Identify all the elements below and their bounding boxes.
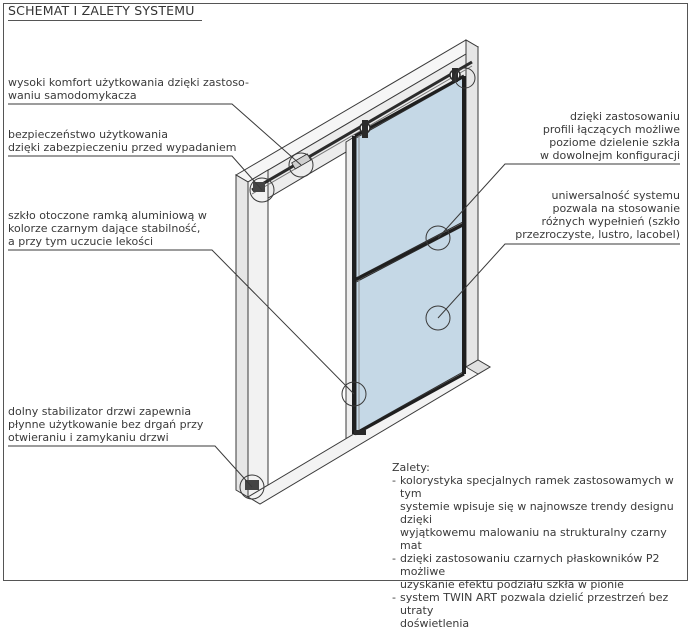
benefit-item: system TWIN ART pozwala dzielić przestrz… xyxy=(392,591,692,630)
callout-soft-close-line-2: waniu samodomykacza xyxy=(8,89,137,102)
callout-circle-stabilizer xyxy=(239,474,265,500)
callout-aluminium-frame-line-1: szkło otoczone ramką aluminiową w xyxy=(8,209,207,222)
left-post-side xyxy=(247,169,269,498)
door-system-diagram xyxy=(8,39,680,505)
callout-circle-roller xyxy=(454,67,476,89)
page-title: SCHEMAT I ZALETY SYSTEMU xyxy=(8,3,195,18)
callout-circle-soft-close xyxy=(288,152,314,178)
benefit-item-3-line-1: system TWIN ART pozwala dzielić przestrz… xyxy=(400,591,669,617)
benefits-list: kolorystyka specjalnych ramek zastosowam… xyxy=(392,474,692,630)
benefit-item-3-line-2: doświetlenia xyxy=(400,617,470,630)
callout-anti-fall-line-2: dzięki zabezpieczeniu przed wypadaniem xyxy=(8,141,237,154)
benefit-item: kolorystyka specjalnych ramek zastosowam… xyxy=(392,474,692,552)
callout-bottom-stabilizer: dolny stabilizator drzwi zapewnia płynne… xyxy=(8,405,203,444)
title-underline xyxy=(8,20,202,21)
floor-stabilizer xyxy=(245,480,259,490)
callout-bottom-stabilizer-line-2: płynne użytkowanie bez drgań przy xyxy=(8,418,204,431)
benefit-item-1-line-2: systemie wpisuje się w najnowsze trendy … xyxy=(400,500,674,526)
benefit-item-2-line-2: uzyskanie efektu podziału szkła w pionie xyxy=(400,578,624,591)
soft-close-mechanism xyxy=(291,153,312,170)
callout-universal-fillings-line-1: uniwersalność systemu xyxy=(551,189,680,202)
callout-universal-fillings-line-4: przezroczyste, lustro, lacobel) xyxy=(515,228,680,241)
callout-connecting-profiles-line-1: dzięki zastosowaniu xyxy=(570,110,680,123)
callout-soft-close-line-1: wysoki komfort użytkowania dzięki zastos… xyxy=(8,76,249,89)
callout-connecting-profiles-line-4: w dowolnejm konfiguracji xyxy=(540,149,680,162)
benefit-item-1-line-1: kolorystyka specjalnych ramek zastosowam… xyxy=(400,474,674,500)
callout-connecting-profiles-line-3: poziome dzielenie szkła xyxy=(549,136,680,149)
benefit-item-1-line-3: wyjątkowemu malowaniu na strukturalny cz… xyxy=(400,526,667,552)
callout-circle-frame xyxy=(341,381,367,407)
callout-circle-profile xyxy=(425,225,451,251)
callout-bottom-stabilizer-line-3: otwieraniu i zamykaniu drzwi xyxy=(8,431,169,444)
callout-connecting-profiles: dzięki zastosowaniu profili łączących mo… xyxy=(540,110,680,162)
benefits-section: Zalety: kolorystyka specjalnych ramek za… xyxy=(392,461,692,630)
callout-universal-fillings: uniwersalność systemu pozwala na stosowa… xyxy=(515,189,680,241)
callout-aluminium-frame: szkło otoczone ramką aluminiową w kolorz… xyxy=(8,209,207,248)
left-post-front xyxy=(235,174,249,498)
leader-lines xyxy=(8,103,680,488)
callout-bottom-stabilizer-line-1: dolny stabilizator drzwi zapewnia xyxy=(8,405,192,418)
bottom-guide xyxy=(354,430,366,435)
floor-strip-right xyxy=(465,359,491,375)
callout-circle-fillings xyxy=(425,305,451,331)
callout-aluminium-frame-line-2: kolorze czarnym dające stabilność, xyxy=(8,222,201,235)
callout-universal-fillings-line-3: różnych wypełnień (szkło xyxy=(541,215,680,228)
callout-anti-fall-line-1: bezpieczeństwo użytkowania xyxy=(8,128,168,141)
callout-aluminium-frame-line-3: a przy tym uczucie lekości xyxy=(8,235,154,248)
callout-soft-close: wysoki komfort użytkowania dzięki zastos… xyxy=(8,76,249,102)
callout-circle-stopper xyxy=(249,177,275,203)
glass-door xyxy=(352,68,466,436)
benefits-heading: Zalety: xyxy=(392,461,430,474)
benefit-item-2-line-1: dzięki zastosowaniu czarnych płaskownikó… xyxy=(400,552,660,578)
wall-frame xyxy=(235,39,491,505)
callout-universal-fillings-line-2: pozwala na stosowanie xyxy=(552,202,681,215)
connecting-profile xyxy=(354,222,465,282)
benefit-item: dzięki zastosowaniu czarnych płaskownikó… xyxy=(392,552,692,591)
callout-connecting-profiles-line-2: profili łączących możliwe xyxy=(542,123,680,136)
callout-anti-fall: bezpieczeństwo użytkowania dzięki zabezp… xyxy=(8,128,236,154)
right-post-front xyxy=(465,39,479,368)
outer-border xyxy=(3,3,688,581)
